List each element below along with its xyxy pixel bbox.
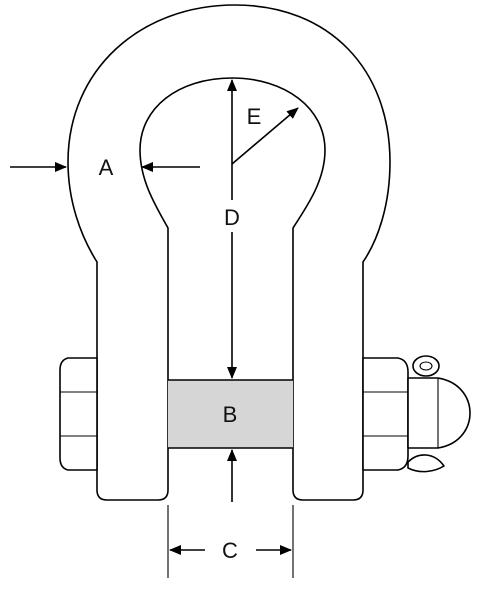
label-a: A: [99, 155, 114, 180]
pin-head: [407, 377, 471, 449]
label-e: E: [247, 104, 262, 129]
hex-nut: [59, 357, 98, 471]
pin-collar: [362, 357, 409, 471]
label-b: B: [223, 402, 238, 427]
label-c: C: [222, 538, 238, 563]
dim-e-arrow: [231, 107, 299, 165]
label-d: D: [224, 205, 240, 230]
shackle-pin: [168, 380, 293, 448]
shackle-bow: [67, 4, 391, 501]
cotter-pin: [407, 355, 445, 473]
